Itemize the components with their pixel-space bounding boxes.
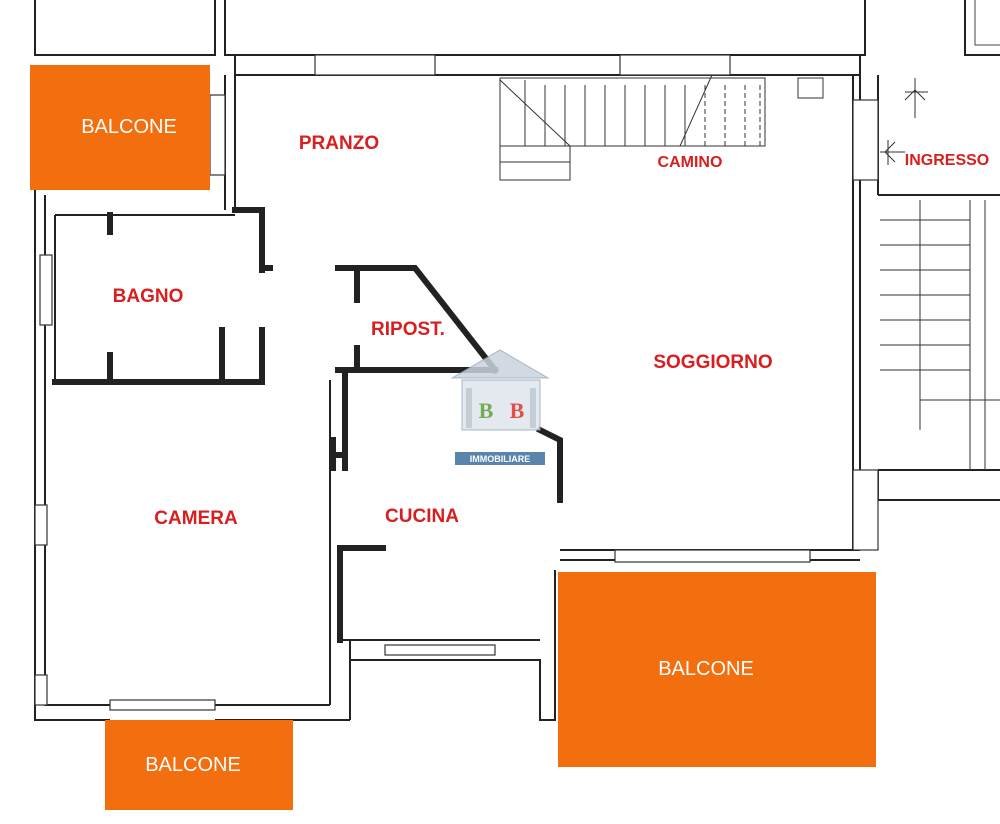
room-label-pranzo: PRANZO: [299, 133, 379, 154]
balcony-bottom-right: BALCONE: [558, 572, 876, 767]
entrance-symbols: [880, 78, 928, 165]
balcony-area: [105, 720, 293, 810]
room-label-bagno: BAGNO: [113, 286, 184, 307]
balcony-area: [30, 65, 210, 190]
balcony-top-left: BALCONE: [30, 65, 210, 190]
balcony-label: BALCONE: [658, 658, 754, 680]
room-label-ripostiglio: RIPOST.: [371, 319, 445, 340]
windows: [34, 54, 879, 711]
room-label-cucina: CUCINA: [385, 506, 459, 527]
agency-logo: B B IMMOBILIARE: [450, 349, 550, 465]
balcony-label: BALCONE: [81, 116, 177, 138]
room-label-soggiorno: SOGGIORNO: [653, 352, 772, 373]
logo-letter-left: B: [479, 398, 494, 423]
balcony-bottom-left: BALCONE: [105, 720, 293, 810]
room-label-ingresso: INGRESSO: [905, 152, 989, 169]
staircase: [499, 74, 824, 181]
balcony-label: BALCONE: [145, 754, 241, 776]
interior-walls: [52, 207, 563, 643]
logo-letter-right: B: [510, 398, 525, 423]
logo-caption: IMMOBILIARE: [470, 454, 531, 464]
room-label-camera: CAMERA: [154, 508, 238, 529]
room-label-camino: CAMINO: [658, 154, 723, 171]
balcony-area: [558, 572, 876, 767]
